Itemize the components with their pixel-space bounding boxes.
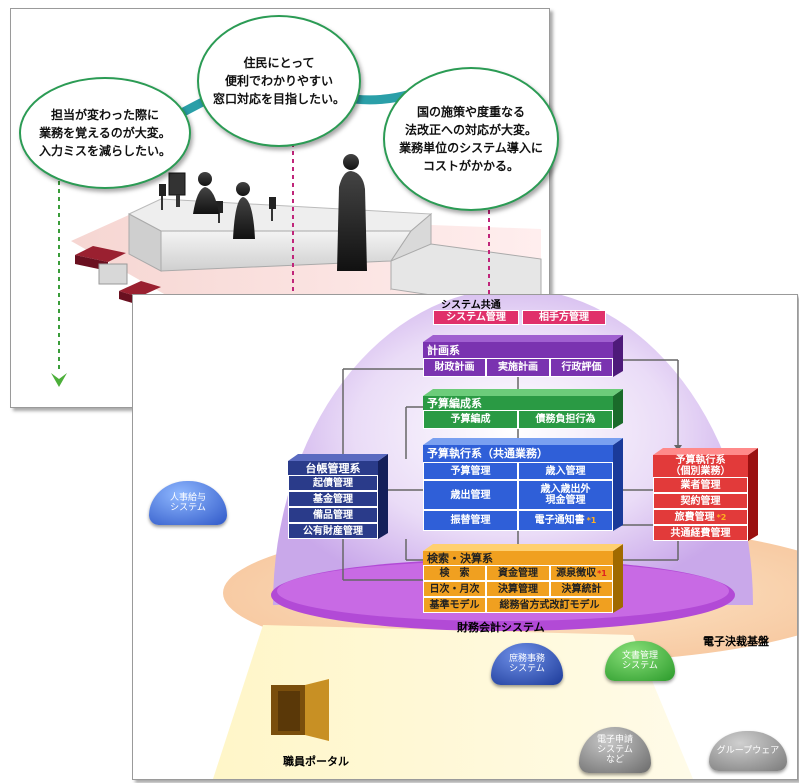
daicho-item-2: 基金管理 [288,491,378,507]
zaimu-kaikei-label: 財務会計システム [457,621,545,634]
footnote-mark-1: *1 [586,516,597,525]
system-common-title: システム共通 [441,300,501,311]
yosan-shikko-item-5: 振替管理 [423,510,518,531]
kensaku-item-2: 資金管理 [486,565,550,581]
yosan-hensei-title-text: 予算編成系 [427,396,482,410]
yosan-shikko-common-title-text: 予算執行系（共通業務） [427,447,548,460]
system-common-item-1: システム管理 [433,310,519,325]
yosan-shikko-individual-title: 予算執行系 （個別業務） [653,455,748,477]
daicho-item-3: 備品管理 [288,507,378,523]
bottom-panel: システム共通 システム管理 相手方管理 計画系 財政計画 実施計画 行政評価 予… [132,294,798,780]
system-common-item-2: 相手方管理 [522,310,606,325]
keikaku-title-text: 計画系 [427,343,460,357]
speech-bubble-staff: 担当が変わった際に 業務を覚えるのが大変。 入力ミスを減らしたい。 [19,77,191,189]
kensaku-item-8: 総務省方式改訂モデル [486,597,613,613]
yosan-shikko-item-6: 電子通知書*1 [518,510,613,531]
yosan-shikko-item-2: 歳入管理 [518,462,613,480]
daicho-title: 台帳管理系 [288,461,378,475]
speech-bubble-residents: 住民にとって 便利でわかりやすい 窓口対応を目指したい。 [197,15,361,147]
denshi-kessai-label: 電子決裁基盤 [703,635,769,648]
yosan-shikko-item-6-label: 電子通知書 [534,515,585,526]
kensaku-title-text: 検索・決算系 [427,551,493,565]
dome-bunsho: 文書管理 システム [605,641,675,681]
speech-bubble-policy: 国の施策や度重なる 法改正への対応が大変。 業務単位のシステム導入に コストがか… [383,67,559,211]
yosan-hensei-title: 予算編成系 [423,396,613,410]
keikaku-item-3: 行政評価 [550,358,613,377]
kobetsu-item-1: 業者管理 [653,477,748,493]
portal-label: 職員ポータル [283,755,349,768]
footnote-mark-2: *2 [716,512,727,522]
yosan-hensei-item-1: 予算編成 [423,410,518,429]
keikaku-item-2: 実施計画 [486,358,550,377]
dome-shomu: 庶務事務 システム [491,643,563,685]
footnote-mark-3: *1 [597,568,607,578]
yosan-shikko-item-1: 予算管理 [423,462,518,480]
yosan-shikko-item-4: 歳入歳出外 現金管理 [518,480,613,510]
kensaku-item-4: 日次・月次 [423,581,486,597]
keikaku-item-1: 財政計画 [423,358,486,377]
keikaku-title: 計画系 [423,342,613,358]
kobetsu-item-3: 旅費管理*2 [653,509,748,525]
kensaku-title: 検索・決算系 [423,551,613,565]
kensaku-item-3-label: 源泉徴収 [556,567,597,579]
kensaku-item-5: 決算管理 [486,581,550,597]
kensaku-item-3: 源泉徴収*1 [550,565,613,581]
yosan-shikko-common-title: 予算執行系（共通業務） [423,445,613,462]
daicho-item-4: 公有財産管理 [288,523,378,539]
kensaku-item-7: 基準モデル [423,597,486,613]
yosan-hensei-item-2: 債務負担行為 [518,410,613,429]
dome-jinji: 人事給与 システム [149,481,227,525]
yosan-shikko-item-3: 歳出管理 [423,480,518,510]
dome-groupware: グループウェア [709,731,787,771]
kensaku-item-1: 検 索 [423,565,486,581]
kensaku-item-6: 決算統計 [550,581,613,597]
kobetsu-item-4: 共通経費管理 [653,525,748,541]
kobetsu-item-3-label: 旅費管理 [674,511,715,523]
kobetsu-item-2: 契約管理 [653,493,748,509]
daicho-item-1: 起債管理 [288,475,378,491]
